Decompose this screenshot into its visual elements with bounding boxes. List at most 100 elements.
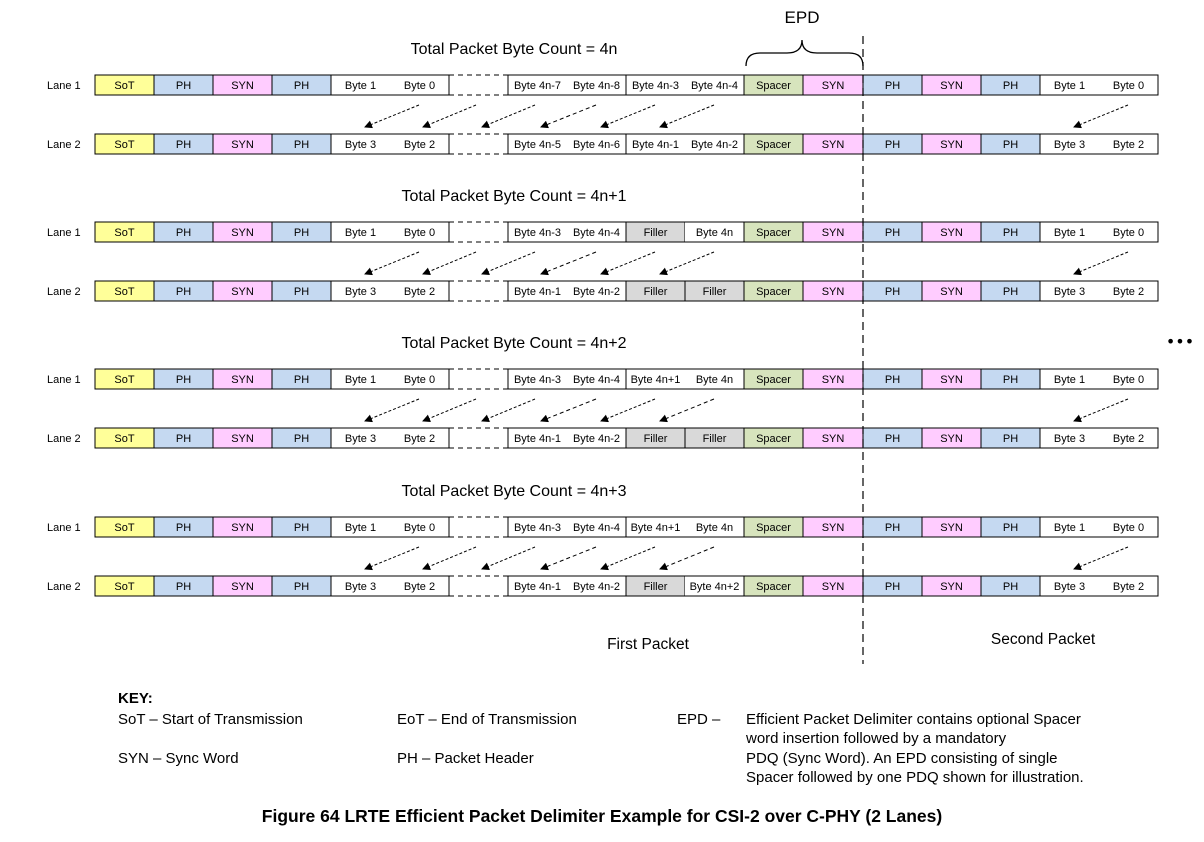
cell-byte-0 [1099, 517, 1158, 537]
cell-label: Spacer [756, 286, 791, 298]
cell-label: Byte 3 [1054, 139, 1085, 151]
byte-group-outline [625, 221, 745, 243]
cell-label: Byte 4n-2 [573, 433, 620, 445]
cell-label: Byte 2 [1113, 139, 1144, 151]
cell-label: SYN [231, 80, 254, 92]
cell-label: Byte 4n-4 [691, 80, 738, 92]
cell-byte-1 [1040, 75, 1099, 95]
byte-order-arrow [600, 251, 656, 276]
byte-order-arrow [481, 251, 536, 276]
lane-boxes: Total Packet Byte Count = 4n Lane 1 SoT PH S… [47, 41, 1159, 597]
cell-label: Byte 3 [345, 581, 376, 593]
cell-label: SYN [231, 227, 254, 239]
cell-label: Byte 1 [1054, 522, 1085, 534]
cell-byte-4n-1 [626, 134, 685, 154]
byte-order-arrow [659, 546, 715, 571]
cell-label: Byte 4n+1 [631, 522, 681, 534]
cell-label: SYN [940, 522, 963, 534]
cell-label: SoT [114, 581, 134, 593]
cell-label: SoT [114, 522, 134, 534]
cell-byte-0 [390, 75, 449, 95]
cell-label: Byte 3 [345, 286, 376, 298]
cell-byte-1 [1040, 222, 1099, 242]
byte-order-arrow [659, 398, 715, 423]
byte-order-arrows [364, 104, 1129, 571]
byte-group-outline [330, 280, 450, 302]
cell-label: SYN [940, 80, 963, 92]
cell-label: SYN [231, 581, 254, 593]
key-ph: PH – Packet Header [397, 750, 534, 767]
cell-label: SYN [822, 139, 845, 151]
epd-brace [745, 39, 864, 67]
cell-byte-4n-3 [508, 517, 567, 537]
cell-label: SoT [114, 139, 134, 151]
cell-label: Byte 4n [696, 227, 733, 239]
cell-byte-2 [390, 428, 449, 448]
cell-label: Byte 4n-1 [514, 581, 561, 593]
cell-label: Byte 4n-5 [514, 139, 561, 151]
cell-byte-2 [390, 576, 449, 596]
cell-byte-4n-1 [508, 428, 567, 448]
byte-order-arrow [600, 546, 656, 571]
byte-order-arrow [481, 546, 536, 571]
cell-byte-4n-4 [567, 222, 626, 242]
cell-label: Byte 1 [345, 227, 376, 239]
cell-label: Byte 4n-1 [514, 433, 561, 445]
second-packet-label: Second Packet [991, 631, 1096, 648]
cell-byte-0 [390, 369, 449, 389]
lane-label: Lane 2 [47, 286, 81, 298]
byte-order-arrow [364, 251, 420, 276]
cell-label: Byte 4n-4 [573, 227, 620, 239]
cell-label: Byte 4n-1 [514, 286, 561, 298]
byte-group-outline [625, 516, 745, 538]
lane-label: Lane 1 [47, 374, 81, 386]
cell-label: SYN [940, 227, 963, 239]
cell-label: Byte 2 [404, 139, 435, 151]
cell-label: Byte 4n-4 [573, 522, 620, 534]
byte-group-outline [1039, 221, 1159, 243]
cell-byte-4n-1 [508, 281, 567, 301]
key-epd-line-2: word insertion followed by a mandatory [746, 730, 1007, 747]
cell-byte-1 [331, 222, 390, 242]
section-title: Total Packet Byte Count = 4n [411, 41, 618, 58]
cell-byte-3 [1040, 428, 1099, 448]
cell-byte-4n-5 [508, 134, 567, 154]
byte-order-arrow [481, 398, 536, 423]
cell-byte-4n [685, 369, 744, 389]
cell-label: PH [176, 286, 191, 298]
cell-byte-0 [1099, 222, 1158, 242]
cell-byte-4n-1 [508, 576, 567, 596]
cell-label: SYN [940, 139, 963, 151]
cell-label: PH [1003, 80, 1018, 92]
byte-group-outline [1039, 575, 1159, 597]
cell-label: Byte 4n-2 [691, 139, 738, 151]
byte-group-outline [1039, 133, 1159, 155]
cell-label: Byte 3 [1054, 286, 1085, 298]
key-epd-line-1: Efficient Packet Delimiter contains opti… [746, 711, 1081, 728]
cell-label: SoT [114, 80, 134, 92]
byte-group-outline [625, 368, 745, 390]
cell-byte-4n-4 [685, 75, 744, 95]
cell-label: PH [885, 522, 900, 534]
key-eot: EoT – End of Transmission [397, 711, 577, 728]
cell-byte-4n [685, 222, 744, 242]
byte-order-arrow [422, 104, 477, 129]
byte-group-outline [330, 575, 450, 597]
cell-label: Byte 3 [1054, 581, 1085, 593]
cell-label: Byte 0 [404, 374, 435, 386]
cell-label: PH [885, 227, 900, 239]
cell-label: SYN [822, 581, 845, 593]
cell-label: SYN [231, 433, 254, 445]
cell-label: SYN [940, 374, 963, 386]
cell-label: Byte 0 [1113, 522, 1144, 534]
cell-label: SYN [940, 286, 963, 298]
cell-byte-4n-4 [567, 517, 626, 537]
cell-label: Filler [703, 286, 727, 298]
cell-label: PH [294, 80, 309, 92]
cell-label: PH [294, 581, 309, 593]
cell-label: Byte 4n [696, 522, 733, 534]
cell-label: PH [885, 80, 900, 92]
byte-group-outline [330, 133, 450, 155]
